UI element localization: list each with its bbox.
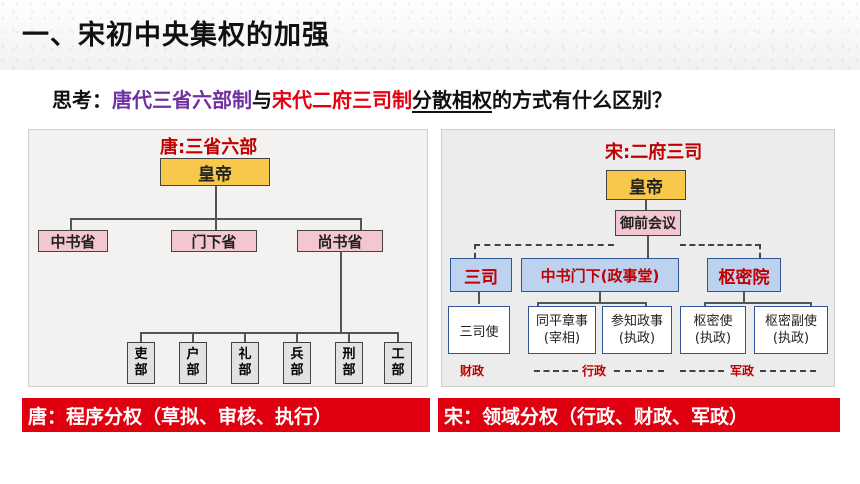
question-suffix: 的方式有什么区别？ — [492, 88, 672, 112]
song-chart-title: 宋:二府三司 — [605, 142, 703, 163]
question-text: 思考：唐代三省六部制与宋代二府三司制分散相权的方式有什么区别？ — [52, 84, 672, 113]
tang-system-term: 唐代三省六部制 — [112, 88, 252, 112]
song-domain-military: 军政 — [730, 364, 755, 378]
tang-caption: 唐：程序分权（草拟、审核、执行） — [22, 398, 430, 432]
song-official-shumifushi: 枢密副使 (执政) — [754, 306, 828, 354]
song-emperor-box: 皇帝 — [606, 170, 686, 200]
song-official-sansishi: 三司使 — [448, 306, 510, 354]
tang-dept-menxia: 门下省 — [171, 230, 257, 252]
tang-dept-shangshu: 尚书省 — [297, 230, 383, 252]
tang-ministry-xing: 刑部 — [335, 342, 363, 384]
tang-dept-zhongshu: 中书省 — [38, 230, 108, 252]
song-domain-finance: 财政 — [460, 364, 485, 378]
question-underlined: 分散相权 — [412, 88, 492, 112]
tang-ministry-hu: 户部 — [179, 342, 207, 384]
page-title: 一、宋初中央集权的加强 — [22, 20, 330, 51]
question-conj: 与 — [252, 88, 272, 112]
tang-ministry-li2: 礼部 — [231, 342, 259, 384]
song-caption: 宋：领域分权（行政、财政、军政） — [438, 398, 840, 432]
tang-ministry-gong: 工部 — [384, 342, 412, 384]
song-official-tongpingzhangshi: 同平章事 (宰相) — [528, 306, 596, 354]
tang-ministry-li: 吏部 — [127, 342, 155, 384]
song-branch-shumiyuan: 枢密院 — [707, 258, 781, 292]
song-council-box: 御前会议 — [615, 210, 681, 236]
tang-chart-title: 唐:三省六部 — [160, 137, 258, 158]
song-official-shumishi: 枢密使 (执政) — [680, 306, 746, 354]
question-prefix: 思考： — [52, 88, 112, 112]
song-branch-zhongshumenxia: 中书门下(政事堂) — [521, 258, 679, 292]
tang-ministry-bing: 兵部 — [283, 342, 311, 384]
tang-chart-panel: 唐:三省六部 皇帝 中书省 门下省 尚书省 吏部 户部 礼部 兵部 刑部 工部 — [28, 129, 428, 387]
song-branch-sansi: 三司 — [450, 258, 512, 292]
tang-emperor-box: 皇帝 — [160, 158, 270, 186]
song-system-term: 宋代二府三司制 — [272, 88, 412, 112]
song-chart-panel: 宋:二府三司 皇帝 御前会议 三司 中书门下(政事堂) 枢密院 三司使 同平章事… — [441, 129, 835, 387]
song-domain-admin: 行政 — [582, 364, 607, 378]
song-official-canzhizhengshi: 参知政事 (执政) — [602, 306, 672, 354]
title-bar — [0, 0, 860, 70]
